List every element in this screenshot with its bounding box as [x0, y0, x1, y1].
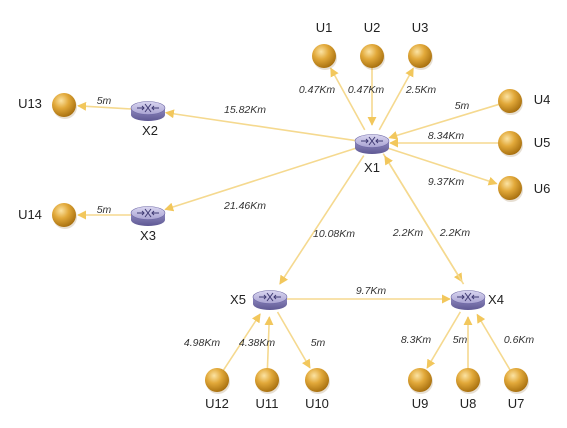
distance-label: 5m — [455, 100, 470, 112]
user-node-icon — [52, 203, 76, 227]
router-icon — [130, 206, 166, 226]
distance-label: 21.46Km — [223, 200, 266, 212]
router-icon — [354, 134, 390, 154]
link-x4-u9 — [426, 311, 462, 369]
user-node-icon — [408, 44, 432, 68]
user-node-label: U12 — [205, 396, 229, 411]
user-node-u2 — [360, 44, 385, 70]
user-node-u11 — [255, 368, 280, 394]
user-node-label: U14 — [18, 207, 42, 222]
link-u4-x1 — [388, 103, 500, 140]
router-node-label: X1 — [364, 160, 380, 175]
user-node-icon — [255, 368, 279, 392]
router-node-label: X4 — [488, 292, 504, 307]
distance-label: 2.2Km — [439, 227, 471, 239]
distance-label: 10.08Km — [313, 228, 355, 240]
user-node-icon — [408, 368, 432, 392]
user-node-label: U10 — [305, 396, 329, 411]
links-layer — [77, 67, 512, 372]
link-x2-u13 — [77, 101, 134, 111]
user-node-label: U7 — [508, 396, 525, 411]
link-u7-x4 — [476, 313, 512, 371]
link-x1-x3 — [164, 146, 358, 212]
distance-label: 9.37Km — [428, 176, 464, 188]
distance-label: 2.5Km — [405, 84, 437, 96]
distance-label: 5m — [97, 95, 112, 107]
user-node-icon — [360, 44, 384, 68]
user-node-label: U13 — [18, 96, 42, 111]
distance-label: 8.34Km — [428, 130, 464, 142]
link-x1-u3 — [378, 67, 414, 131]
user-node-icon — [498, 89, 522, 113]
link-x1-x5 — [279, 155, 365, 285]
router-node-label: X5 — [230, 292, 246, 307]
link-x1-x2 — [164, 109, 358, 142]
distance-label: 5m — [97, 204, 112, 216]
link-x1-u1 — [330, 67, 366, 131]
distance-label: 8.3Km — [401, 334, 432, 346]
user-node-u6 — [498, 176, 523, 202]
router-icon — [450, 290, 486, 310]
user-node-label: U2 — [364, 20, 381, 35]
router-node-x4 — [450, 290, 486, 310]
router-node-label: X2 — [142, 123, 158, 138]
user-node-icon — [305, 368, 329, 392]
distance-label: 4.98Km — [184, 337, 220, 349]
user-node-label: U11 — [256, 396, 279, 411]
distance-labels-layer: 15.82Km 21.46Km 10.08Km 2.2Km 2.2Km 9.7Km 0.47… — [97, 84, 535, 349]
user-node-u3 — [408, 44, 433, 70]
distance-label: 5m — [453, 334, 468, 346]
user-node-label: U1 — [316, 20, 333, 35]
link-x5-u10 — [276, 311, 311, 369]
distance-label: 0.47Km — [299, 84, 335, 96]
distance-label: 5m — [311, 337, 326, 349]
user-node-u8 — [456, 368, 481, 394]
router-icon — [130, 101, 166, 121]
distance-label: 2.2Km — [392, 227, 424, 239]
router-node-x3 — [130, 206, 166, 226]
distance-label: 4.38Km — [239, 337, 275, 349]
user-node-u9 — [408, 368, 433, 394]
user-node-u13 — [52, 93, 77, 119]
user-node-label: U5 — [534, 135, 551, 150]
user-node-icon — [456, 368, 480, 392]
link-u11-x5 — [264, 316, 274, 370]
router-node-x1 — [354, 134, 390, 154]
user-node-label: U6 — [534, 181, 551, 196]
router-node-x5 — [252, 290, 288, 310]
link-x1-u6 — [386, 146, 498, 186]
distance-label: 0.6Km — [504, 334, 535, 346]
router-icon — [252, 290, 288, 310]
link-u12-x5 — [222, 313, 261, 372]
user-node-icon — [498, 176, 522, 200]
user-node-u14 — [52, 203, 77, 229]
user-node-icon — [498, 131, 522, 155]
user-node-u7 — [504, 368, 529, 394]
user-node-icon — [205, 368, 229, 392]
distance-label: 9.7Km — [356, 285, 387, 297]
user-node-icon — [312, 44, 336, 68]
user-node-icon — [504, 368, 528, 392]
user-node-u4 — [498, 89, 523, 115]
user-node-label: U3 — [412, 20, 429, 35]
user-node-icon — [52, 93, 76, 117]
user-node-label: U9 — [412, 396, 429, 411]
distance-label: 15.82Km — [224, 104, 266, 116]
router-node-x2 — [130, 101, 166, 121]
link-x4-x1 — [384, 155, 465, 285]
user-node-u10 — [305, 368, 330, 394]
user-node-label: U4 — [534, 92, 551, 107]
user-node-u1 — [312, 44, 337, 70]
user-node-u12 — [205, 368, 230, 394]
router-node-label: X3 — [140, 228, 156, 243]
user-node-label: U8 — [460, 396, 477, 411]
distance-label: 0.47Km — [348, 84, 384, 96]
user-node-u5 — [498, 131, 523, 157]
